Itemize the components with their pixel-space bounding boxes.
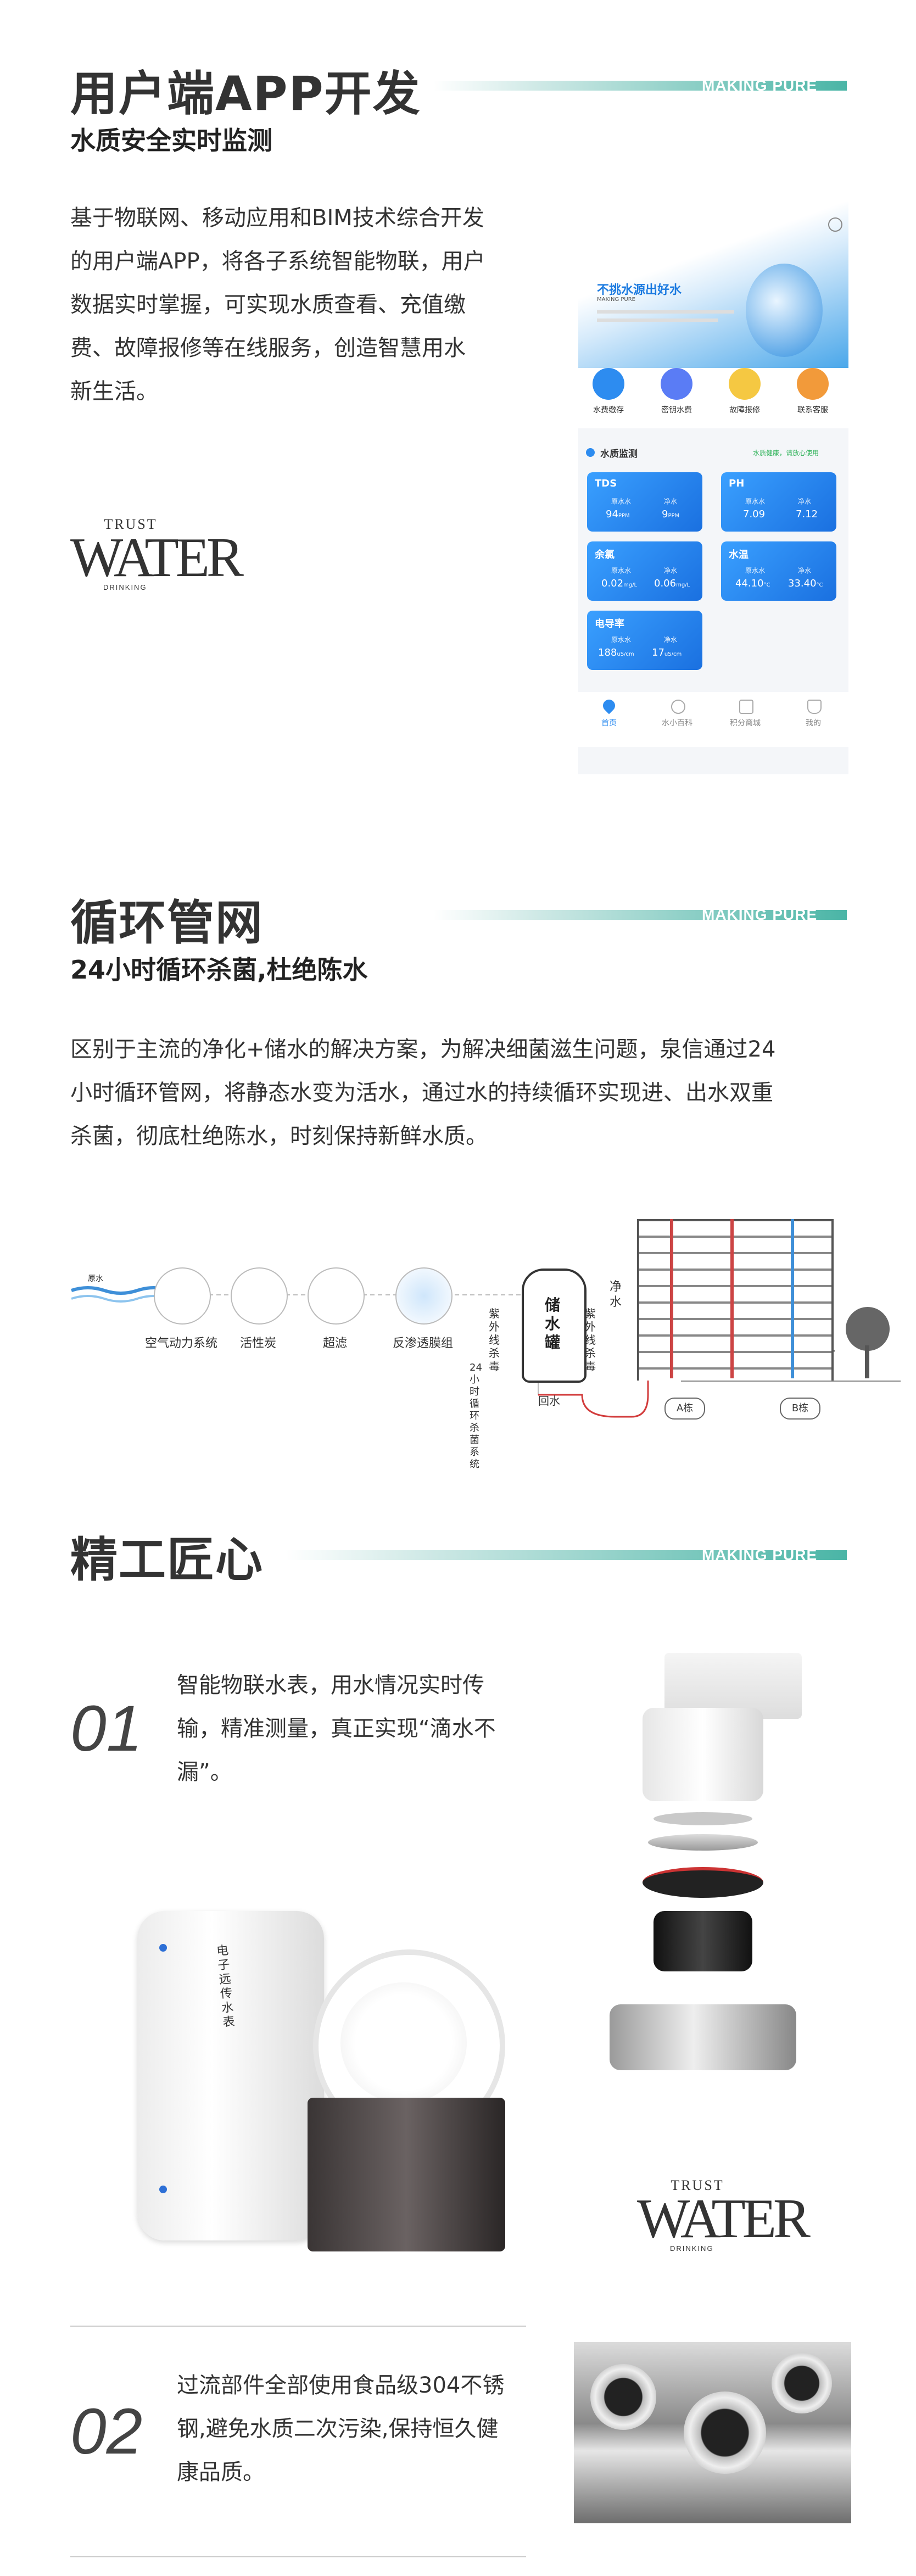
wallet-icon[interactable] bbox=[593, 368, 624, 400]
meter-body bbox=[137, 1911, 324, 2240]
tab-wiki[interactable]: 水小百科 bbox=[662, 719, 692, 728]
pure-water-label: 净水 bbox=[610, 1280, 622, 1309]
key-icon[interactable] bbox=[661, 368, 692, 400]
metric-card-temperature[interactable]: 水温 原水水 净水 44.10°C 33.40°C bbox=[721, 541, 836, 601]
metric-card-chlorine[interactable]: 余氯 原水水 净水 0.02mg/L 0.06mg/L bbox=[587, 541, 702, 601]
uv-label-left: 紫外线杀毒 bbox=[489, 1307, 500, 1373]
section3-title: 精工匠心 bbox=[70, 1533, 264, 1588]
ro-membrane-icon bbox=[395, 1267, 453, 1325]
section2-subtitle: 24小时循环杀菌,杜绝陈水 bbox=[70, 955, 368, 985]
apartment-building bbox=[637, 1219, 834, 1381]
bulb-icon[interactable] bbox=[671, 700, 685, 714]
section2-paragraph: 区别于主流的净化+储水的解决方案，为解决细菌滋生问题，泉信通过24 小时循环管网… bbox=[70, 1037, 776, 1149]
item-number-01: 01 bbox=[70, 1692, 143, 1765]
building-a-label: A栋 bbox=[664, 1398, 705, 1420]
building-pipe bbox=[791, 1219, 794, 1378]
ultrafilter-icon bbox=[308, 1267, 365, 1325]
home-icon[interactable] bbox=[600, 697, 618, 714]
section2-accent-bar bbox=[434, 910, 847, 920]
meter-ring bbox=[648, 1834, 758, 1851]
service-icon[interactable] bbox=[797, 368, 829, 400]
building-pipe bbox=[670, 1219, 673, 1378]
stage-label: 反渗透膜组 bbox=[392, 1337, 453, 1350]
carbon-filter-icon bbox=[231, 1267, 288, 1325]
meter-exploded-view bbox=[588, 1653, 851, 2147]
source-label: 原水 bbox=[88, 1275, 103, 1283]
search-icon[interactable] bbox=[828, 217, 842, 232]
section1-brand-tag: MAKING PURE bbox=[702, 77, 818, 94]
pipe-end bbox=[772, 2353, 832, 2413]
trust-water-logo: TRUST WATER DRINKING bbox=[70, 516, 244, 591]
quick-action-label[interactable]: 水费缴存 bbox=[593, 406, 624, 415]
section2-brand-tag: MAKING PURE bbox=[702, 906, 818, 923]
meter-gasket bbox=[643, 1867, 763, 1898]
tab-mall[interactable]: 积分商城 bbox=[730, 719, 761, 728]
section1-paragraph: 基于物联网、移动应用和BIM技术综合开发 的用户端APP，将各子系统智能物联，用… bbox=[70, 205, 485, 404]
building-b-label: B栋 bbox=[780, 1398, 820, 1420]
meter-core bbox=[654, 1911, 752, 1971]
screw-dot bbox=[159, 2186, 167, 2193]
section3-brand-tag: MAKING PURE bbox=[702, 1546, 818, 1563]
return-water-label: 回水 bbox=[538, 1394, 560, 1407]
meter-cover bbox=[643, 1708, 763, 1801]
banner-brand: MAKING PURE bbox=[597, 297, 635, 303]
stage-label: 空气动力系统 bbox=[144, 1337, 217, 1350]
section2-title: 循环管网 bbox=[70, 896, 264, 951]
loop-system-label: 24小时循环杀菌系统 bbox=[470, 1362, 482, 1470]
app-screenshot: 不挑水源出好水 MAKING PURE 水费缴存 密钥水费 故障报修 联系客服 … bbox=[578, 187, 848, 774]
item-number-02: 02 bbox=[70, 2395, 143, 2468]
water-splash-image bbox=[746, 264, 823, 357]
section3-accent-bar bbox=[286, 1550, 847, 1560]
tab-mine[interactable]: 我的 bbox=[806, 719, 821, 728]
monitor-status-note: 水质健康，请放心使用 bbox=[753, 449, 819, 457]
item2-text: 过流部件全部使用食品级304不锈 钢,避免水质二次污染,保持恒久健 康品质。 bbox=[177, 2373, 505, 2485]
quick-action-label[interactable]: 密钥水费 bbox=[661, 406, 692, 415]
banner-copy-line bbox=[597, 318, 718, 322]
trust-water-logo-2: TRUST WATER DRINKING bbox=[637, 2177, 811, 2253]
screw-dot bbox=[159, 1944, 167, 1952]
user-icon[interactable] bbox=[807, 700, 822, 714]
monitor-section-title: 水质监测 bbox=[600, 449, 638, 460]
meter-face bbox=[340, 1982, 467, 2103]
stainless-pipes-image bbox=[574, 2342, 851, 2523]
quick-action-label[interactable]: 联系客服 bbox=[797, 406, 828, 415]
pipe-end bbox=[684, 2391, 766, 2474]
stage-label: 超滤 bbox=[322, 1337, 347, 1350]
tree-icon bbox=[846, 1307, 890, 1351]
repair-icon[interactable] bbox=[729, 368, 761, 400]
tree-trunk bbox=[865, 1345, 869, 1378]
section1-accent-bar bbox=[434, 81, 847, 91]
air-system-icon bbox=[154, 1267, 211, 1325]
tab-home[interactable]: 首页 bbox=[601, 719, 617, 728]
divider bbox=[70, 2556, 526, 2557]
tank-label: 储水罐 bbox=[545, 1296, 561, 1351]
uv-label-right: 紫外线杀毒 bbox=[585, 1307, 596, 1373]
meter-ring bbox=[654, 1812, 752, 1825]
tab-bar: 首页 水小百科 积分商城 我的 bbox=[578, 692, 848, 747]
section1-subtitle: 水质安全实时监测 bbox=[70, 126, 272, 155]
storage-tank bbox=[522, 1269, 587, 1383]
pipe-end bbox=[590, 2364, 656, 2430]
metric-card-conductivity[interactable]: 电导率 原水水 净水 188uS/cm 17uS/cm bbox=[587, 611, 702, 670]
building-pipe bbox=[730, 1219, 734, 1378]
item1-text: 智能物联水表，用水情况实时传 输，精准测量，真正实现“滴水不 漏”。 bbox=[177, 1673, 496, 1785]
water-meter-image: 电子远传水表 bbox=[126, 1878, 516, 2251]
quick-actions: 水费缴存 密钥水费 故障报修 联系客服 bbox=[578, 368, 848, 428]
metric-card-ph[interactable]: PH 原水水 净水 7.09 7.12 bbox=[721, 472, 836, 532]
banner-title: 不挑水源出好水 bbox=[597, 283, 682, 297]
quick-action-label[interactable]: 故障报修 bbox=[729, 406, 760, 415]
metric-card-tds[interactable]: TDS 原水水 净水 94PPM 9PPM bbox=[587, 472, 702, 532]
meter-steel-body bbox=[610, 2004, 796, 2070]
circulation-diagram: 原水 空气动力系统 活性炭 超滤 反渗透膜组 紫外线杀毒 储水罐 紫外线杀毒 净… bbox=[66, 1208, 901, 1470]
monitor-icon bbox=[586, 448, 595, 457]
meter-brass-body bbox=[308, 2098, 505, 2251]
divider bbox=[70, 2326, 526, 2327]
banner-copy-line bbox=[597, 310, 734, 314]
section1-title: 用户端APP开发 bbox=[70, 66, 421, 121]
stage-label: 活性炭 bbox=[239, 1337, 276, 1350]
bag-icon[interactable] bbox=[739, 700, 753, 714]
